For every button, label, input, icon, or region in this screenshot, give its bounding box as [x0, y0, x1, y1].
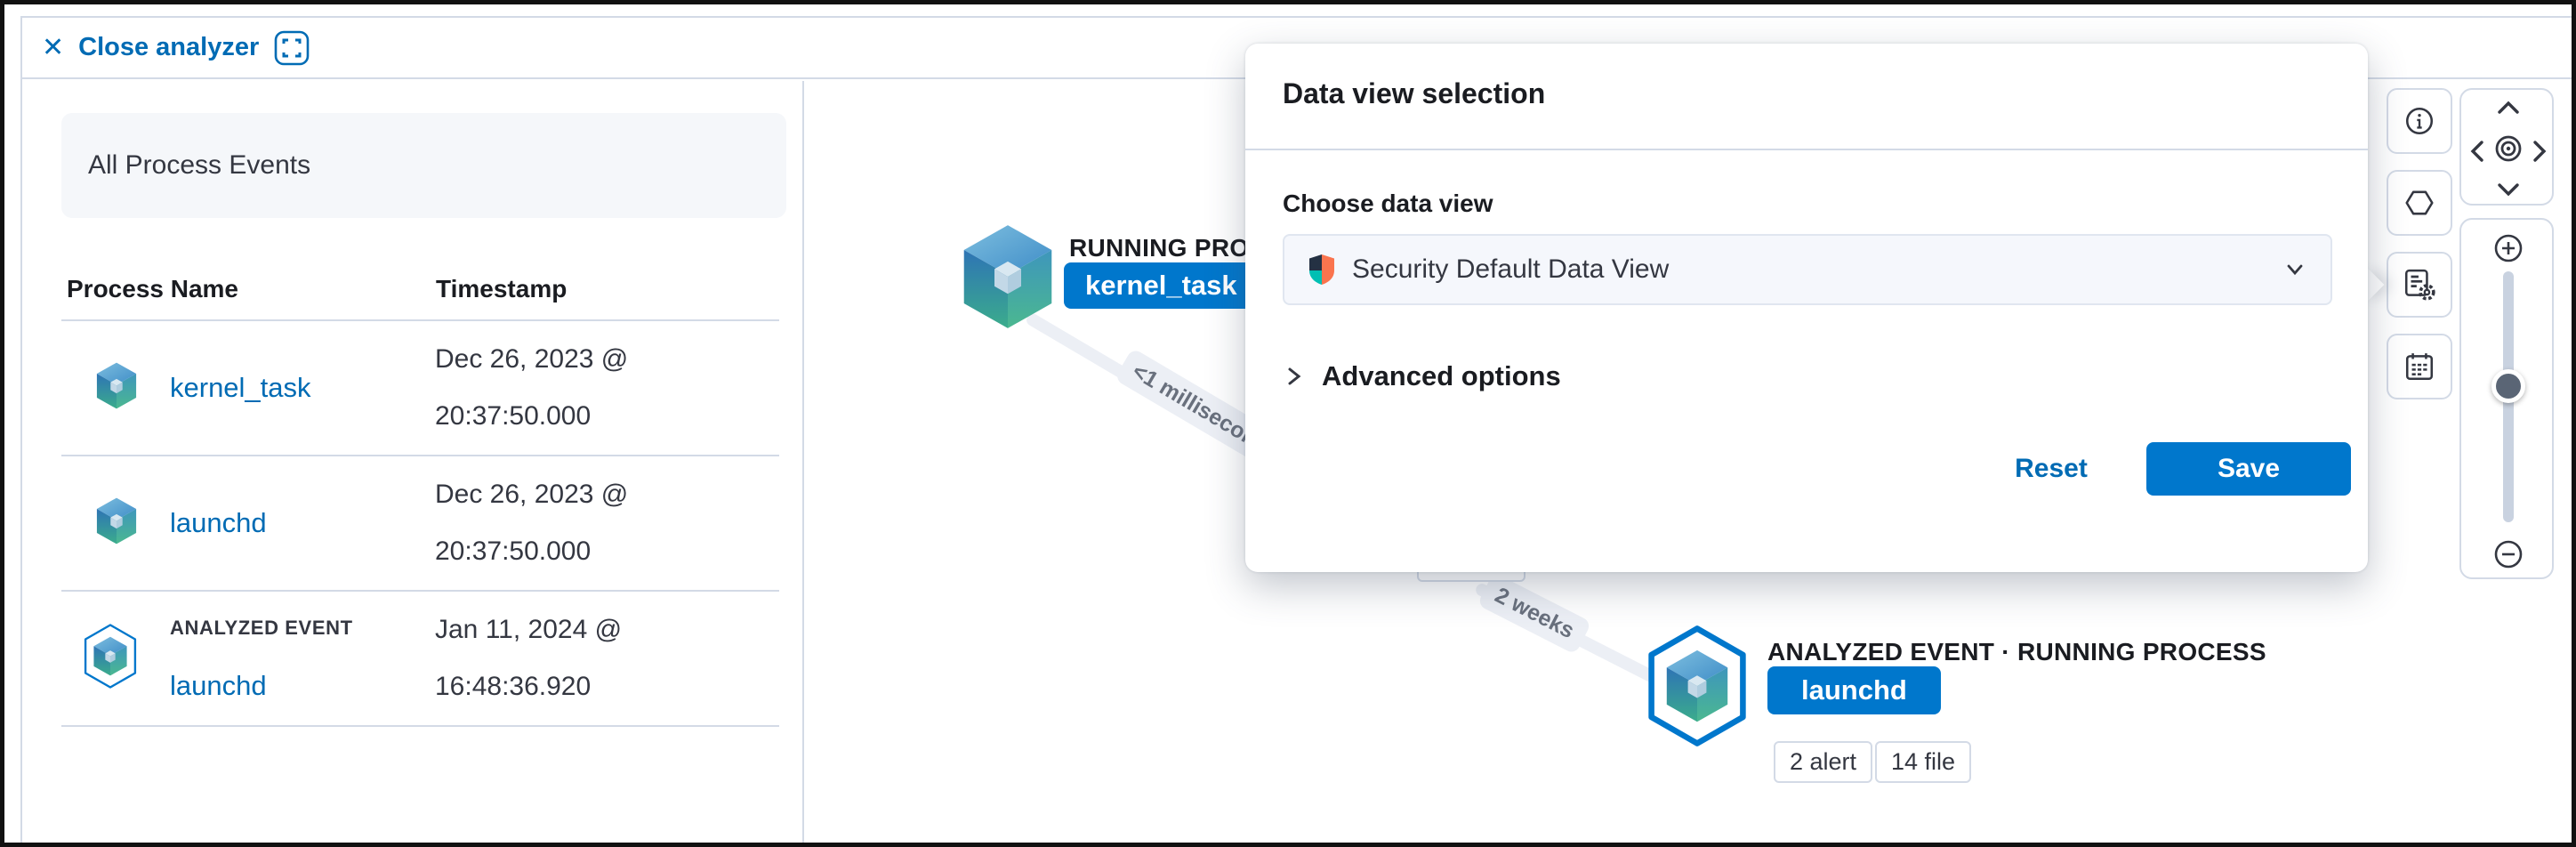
schema-info-button[interactable]: [2387, 170, 2452, 236]
panel-title: All Process Events: [61, 113, 786, 218]
data-view-gear-icon: [2404, 269, 2435, 301]
zoom-slider-thumb[interactable]: [2491, 369, 2525, 403]
close-analyzer-button[interactable]: Close analyzer: [78, 33, 260, 61]
date-picker-button[interactable]: [2387, 334, 2452, 399]
table-row: launchd Dec 26, 2023 @ 20:37:50.000: [61, 456, 779, 590]
table-row: kernel_task Dec 26, 2023 @ 20:37:50.000: [61, 321, 779, 455]
node-type-label: ANALYZED EVENT · RUNNING PROCESS: [1767, 638, 2266, 666]
analyzed-event-cube-icon: [79, 623, 141, 695]
graph-pan-controls: [2459, 88, 2554, 206]
calendar-icon: [2405, 353, 2434, 381]
security-logo-icon: [1309, 254, 1334, 285]
data-view-popover: Data view selection Choose data view Sec…: [1245, 44, 2368, 572]
pan-down-icon[interactable]: [2493, 179, 2524, 200]
close-icon[interactable]: ✕: [42, 32, 65, 62]
process-cube-icon: [95, 497, 138, 550]
column-header-timestamp: Timestamp: [436, 275, 568, 302]
data-view-settings-button[interactable]: [2387, 252, 2452, 318]
process-name-link[interactable]: kernel_task: [170, 372, 311, 403]
analyzed-event-label: ANALYZED EVENT: [170, 617, 353, 639]
zoom-slider[interactable]: [2491, 271, 2525, 522]
zoom-in-icon[interactable]: [2491, 230, 2526, 266]
popover-title: Data view selection: [1283, 77, 1546, 109]
pan-left-icon[interactable]: [2467, 136, 2488, 166]
save-button[interactable]: Save: [2146, 442, 2351, 496]
selected-data-view: Security Default Data View: [1352, 254, 1670, 284]
pan-right-icon[interactable]: [2529, 136, 2550, 166]
chevron-right-icon: [1288, 367, 1301, 385]
zoom-out-icon[interactable]: [2491, 536, 2526, 572]
column-header-process-name: Process Name: [67, 275, 239, 302]
hexagon-icon: [2405, 190, 2434, 215]
process-node-cube-icon[interactable]: [958, 223, 1058, 335]
table-divider: [61, 455, 779, 456]
alert-count-badge[interactable]: 2 alert: [1774, 741, 1873, 783]
timestamp-cell: Jan 11, 2024 @ 16:48:36.920: [435, 615, 623, 701]
process-events-panel: All Process Events Process Name Timestam…: [22, 81, 804, 843]
timestamp-cell: Dec 26, 2023 @ 20:37:50.000: [435, 480, 629, 566]
process-node-button[interactable]: kernel_task: [1064, 262, 1259, 309]
process-cube-icon: [95, 362, 138, 415]
pan-up-icon[interactable]: [2493, 97, 2524, 118]
process-node-button[interactable]: launchd: [1767, 666, 1941, 714]
choose-data-view-label: Choose data view: [1283, 190, 1493, 217]
table-row: ANALYZED EVENT launchd Jan 11, 2024 @ 16…: [61, 592, 779, 725]
advanced-options-toggle[interactable]: Advanced options: [1283, 360, 1561, 392]
advanced-options-label: Advanced options: [1322, 360, 1561, 391]
analyzed-process-node-icon[interactable]: [1638, 624, 1757, 753]
process-name-link[interactable]: launchd: [170, 670, 267, 701]
process-name-link[interactable]: launchd: [170, 507, 267, 538]
info-icon: [2405, 107, 2434, 135]
outer-left-border: [20, 16, 22, 843]
file-count-badge[interactable]: 14 file: [1875, 741, 1972, 783]
popover-divider: [1245, 149, 2368, 150]
outer-top-border: [20, 16, 2572, 18]
chevron-down-icon: [2287, 264, 2303, 276]
table-divider: [61, 319, 779, 321]
table-divider: [61, 590, 779, 592]
timestamp-cell: Dec 26, 2023 @ 20:37:50.000: [435, 344, 629, 431]
edge-duration-label: 2 weeks: [1477, 572, 1592, 655]
data-view-select[interactable]: Security Default Data View: [1283, 234, 2332, 305]
node-info-button[interactable]: [2387, 88, 2452, 154]
center-graph-icon[interactable]: [2491, 131, 2526, 166]
table-divider: [61, 725, 779, 727]
graph-zoom-controls: [2459, 218, 2554, 579]
fullscreen-icon[interactable]: [273, 29, 310, 67]
reset-button[interactable]: Reset: [2015, 454, 2088, 483]
